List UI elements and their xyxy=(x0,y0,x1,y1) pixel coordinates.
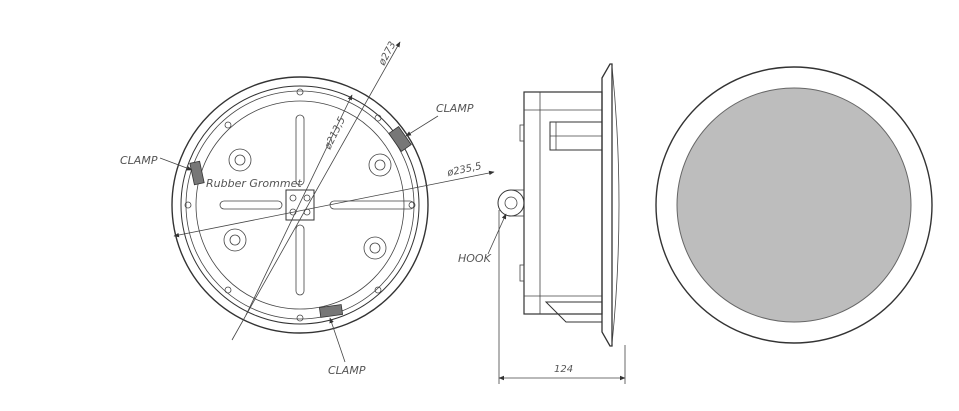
side-view: HOOK 124 xyxy=(458,63,626,384)
terminal-block xyxy=(285,189,315,221)
clamp-top-right-shape xyxy=(388,125,412,153)
label-rubber-grommet: Rubber Grommet xyxy=(206,177,302,190)
leader-hook xyxy=(487,213,507,255)
front-view: CLAMP CLAMP CLAMP Rubber Grommet ø273 ø2… xyxy=(120,40,495,377)
grommet-top-right xyxy=(368,153,392,177)
leader-clamp-left xyxy=(159,157,193,171)
side-clamp-top xyxy=(549,121,603,151)
dim-line-cutout xyxy=(173,170,495,238)
cross-slots xyxy=(219,114,415,296)
dim-depth: 124 xyxy=(554,364,573,375)
grille-view xyxy=(655,66,933,344)
baffle-circle xyxy=(195,100,405,310)
label-clamp-top-right: CLAMP xyxy=(436,102,474,115)
label-hook: HOOK xyxy=(458,252,492,265)
leader-clamp-bottom xyxy=(329,317,346,363)
side-clamp-bottom xyxy=(544,301,603,323)
inner-ring xyxy=(180,85,420,325)
label-clamp-left: CLAMP xyxy=(120,154,158,167)
hook-shape xyxy=(497,189,525,217)
leader-clamp-top-right xyxy=(405,115,439,137)
grommet-bottom-right xyxy=(363,236,387,260)
clamp-left-shape xyxy=(189,160,205,186)
grommet-bottom-left xyxy=(223,228,247,252)
back-can xyxy=(523,91,603,315)
dim-cutout-diameter: ø235,5 xyxy=(445,161,482,179)
label-clamp-bottom: CLAMP xyxy=(328,364,366,377)
clamp-bottom-shape xyxy=(318,304,344,318)
dim-outer-diameter: ø273 xyxy=(376,40,398,68)
flange xyxy=(601,63,613,347)
grille-mesh xyxy=(676,87,912,323)
dim-inner-diameter: ø213,5 xyxy=(322,115,348,152)
grommet-top-left xyxy=(228,148,252,172)
